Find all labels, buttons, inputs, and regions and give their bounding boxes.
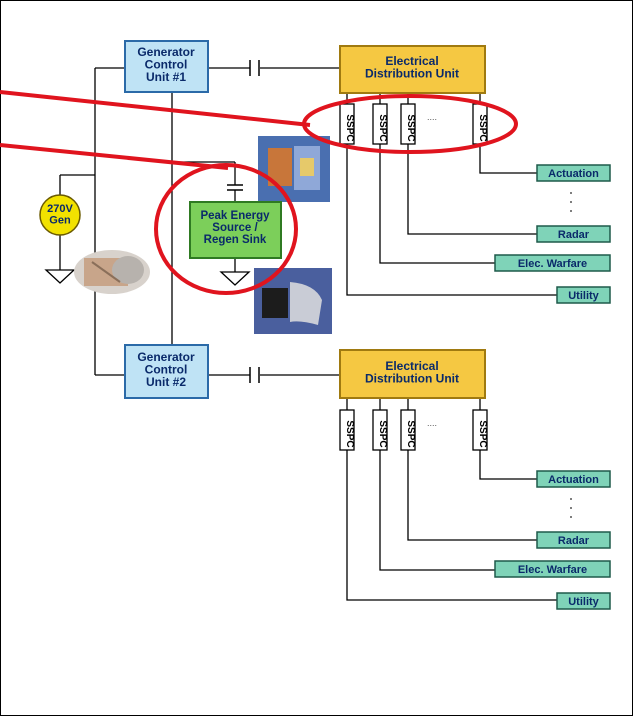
- sspc-label: SSPC: [477, 114, 488, 141]
- load-label: Utility: [568, 596, 599, 608]
- sspc-group-top: SSPC SSPC SSPC SSPC: [339, 103, 488, 145]
- load-box-top-2: [536, 225, 611, 243]
- load-box-bottom-4: [556, 592, 611, 610]
- component-photo-module: [258, 136, 330, 202]
- ground-icons: [44, 269, 251, 286]
- sspc-group-bottom: SSPC SSPC SSPC SSPC: [339, 409, 488, 451]
- sspc-ellipsis-top: ....: [427, 112, 437, 122]
- load-label: Radar: [558, 229, 590, 241]
- sspc-block-bottom-1: [339, 409, 355, 451]
- load-box-bottom-1: [536, 470, 611, 488]
- load-box-bottom-3: [494, 560, 611, 578]
- sspc-label: SSPC: [344, 114, 355, 141]
- sspc-label: SSPC: [477, 420, 488, 447]
- load-label: Elec. Warfare: [518, 564, 587, 576]
- pointer-line-lower: [0, 143, 229, 170]
- capacitor-symbols: [227, 60, 260, 383]
- load-label: Utility: [568, 290, 599, 302]
- sspc-block-top-2: [372, 103, 388, 145]
- feeder-lines-top: [346, 93, 557, 296]
- load-box-bottom-2: [536, 531, 611, 549]
- sspc-label: SSPC: [377, 420, 388, 447]
- sspc-label: SSPC: [405, 420, 416, 447]
- sspc-block-bottom-4: [472, 409, 488, 451]
- load-box-top-3: [494, 254, 611, 272]
- sspc-label: SSPC: [405, 114, 416, 141]
- component-photo-generator: [74, 250, 150, 294]
- feeder-lines-bottom: [346, 398, 557, 601]
- sspc-label: SSPC: [344, 420, 355, 447]
- highlight-ellipse-sspc: [302, 94, 518, 154]
- load-label: Radar: [558, 535, 590, 547]
- highlight-annotations: [0, 90, 518, 295]
- sspc-ellipsis-bottom: ....: [427, 418, 437, 428]
- sspc-label: SSPC: [377, 114, 388, 141]
- load-box-top-1: [536, 164, 611, 182]
- sspc-block-bottom-2: [372, 409, 388, 451]
- load-label: Elec. Warfare: [518, 258, 587, 270]
- sspc-block-top-1: [339, 103, 355, 145]
- load-label: Actuation: [548, 474, 599, 486]
- load-label: Actuation: [548, 168, 599, 180]
- pointer-line-upper: [0, 90, 311, 127]
- sspc-block-bottom-3: [400, 409, 416, 451]
- sspc-block-top-3: [400, 103, 416, 145]
- component-photo-capacitor: [254, 268, 332, 334]
- highlight-ellipse-peak: [154, 163, 298, 295]
- vertical-ellipsis: [570, 192, 572, 518]
- load-box-top-4: [556, 286, 611, 304]
